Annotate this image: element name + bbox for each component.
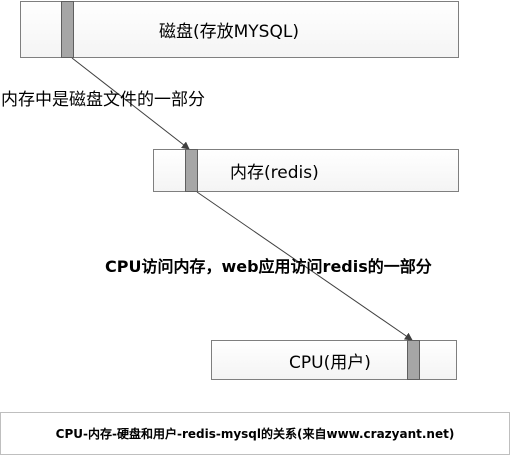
memory-cpu-annotation: CPU访问内存，web应用访问redis的一部分	[105, 257, 432, 276]
disk-to-memory-arrow	[71, 57, 190, 150]
cpu-box-label: CPU(用户)	[289, 352, 371, 373]
disk-box-label: 磁盘(存放MYSQL)	[159, 22, 299, 42]
memory-box-label: 内存(redis)	[230, 163, 319, 183]
cpu-segment-marker	[407, 340, 420, 380]
cpu-box: CPU(用户)	[211, 340, 457, 380]
memory-to-cpu-arrow	[196, 191, 413, 341]
memory-segment-marker	[185, 149, 198, 192]
caption-box: CPU-内存-硬盘和用户-redis-mysql的关系(来自www.crazya…	[0, 412, 510, 455]
disk-box: 磁盘(存放MYSQL)	[20, 1, 459, 58]
memory-box: 内存(redis)	[153, 149, 459, 192]
disk-memory-annotation: 内存中是磁盘文件的一部分	[1, 90, 205, 110]
caption-text: CPU-内存-硬盘和用户-redis-mysql的关系(来自www.crazya…	[55, 427, 455, 441]
disk-segment-marker	[61, 1, 74, 58]
